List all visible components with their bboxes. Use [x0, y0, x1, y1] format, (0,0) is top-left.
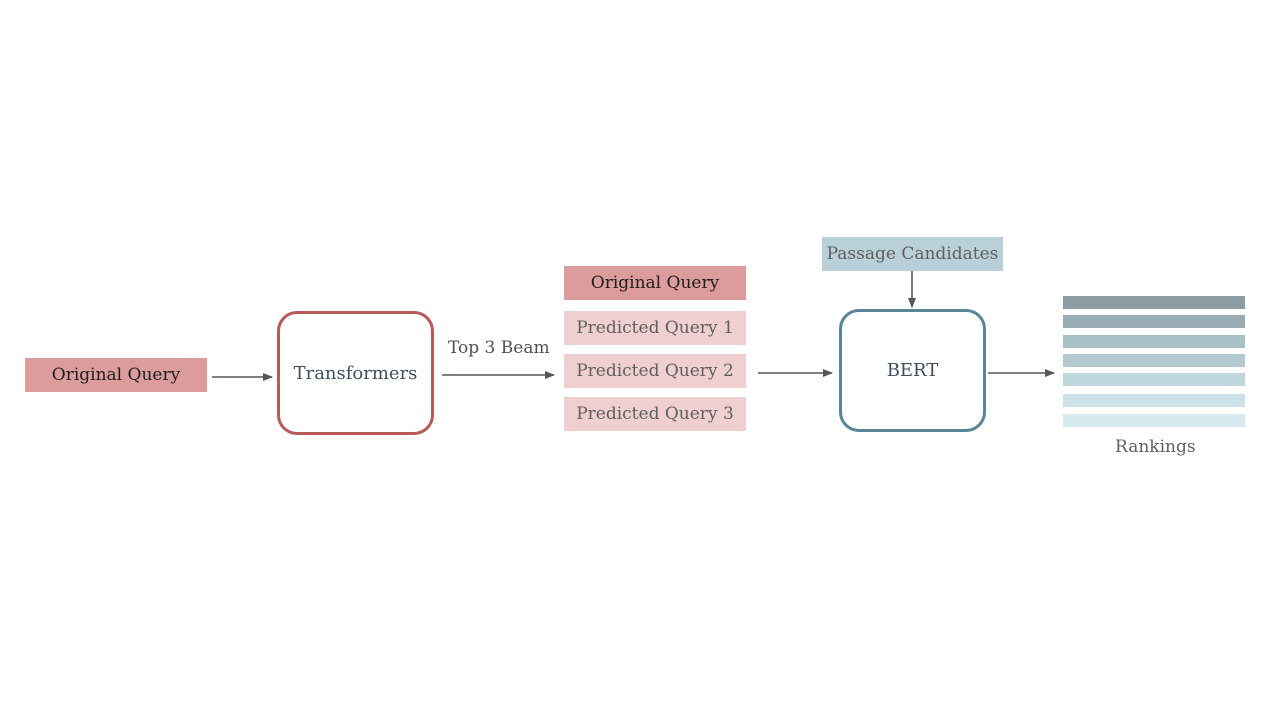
- expanded-original-query: Original Query: [564, 266, 746, 300]
- bert-label: BERT: [886, 360, 939, 381]
- ranking-bar: [1063, 296, 1245, 309]
- bert-model: BERT: [839, 309, 986, 432]
- passage-candidates: Passage Candidates: [822, 237, 1003, 271]
- rankings-label: Rankings: [1115, 437, 1196, 457]
- ranking-bar: [1063, 315, 1245, 328]
- original-query-input: Original Query: [25, 358, 207, 392]
- ranking-bar: [1063, 373, 1245, 386]
- ranking-bar: [1063, 414, 1245, 427]
- predicted-query-1: Predicted Query 1: [564, 311, 746, 345]
- ranking-bar: [1063, 354, 1245, 367]
- ranking-bar: [1063, 335, 1245, 348]
- top-3-beam-label: Top 3 Beam: [448, 338, 550, 358]
- ranking-bar: [1063, 394, 1245, 407]
- transformers-model: Transformers: [277, 311, 434, 435]
- transformers-label: Transformers: [293, 362, 418, 384]
- predicted-query-2: Predicted Query 2: [564, 354, 746, 388]
- predicted-query-3: Predicted Query 3: [564, 397, 746, 431]
